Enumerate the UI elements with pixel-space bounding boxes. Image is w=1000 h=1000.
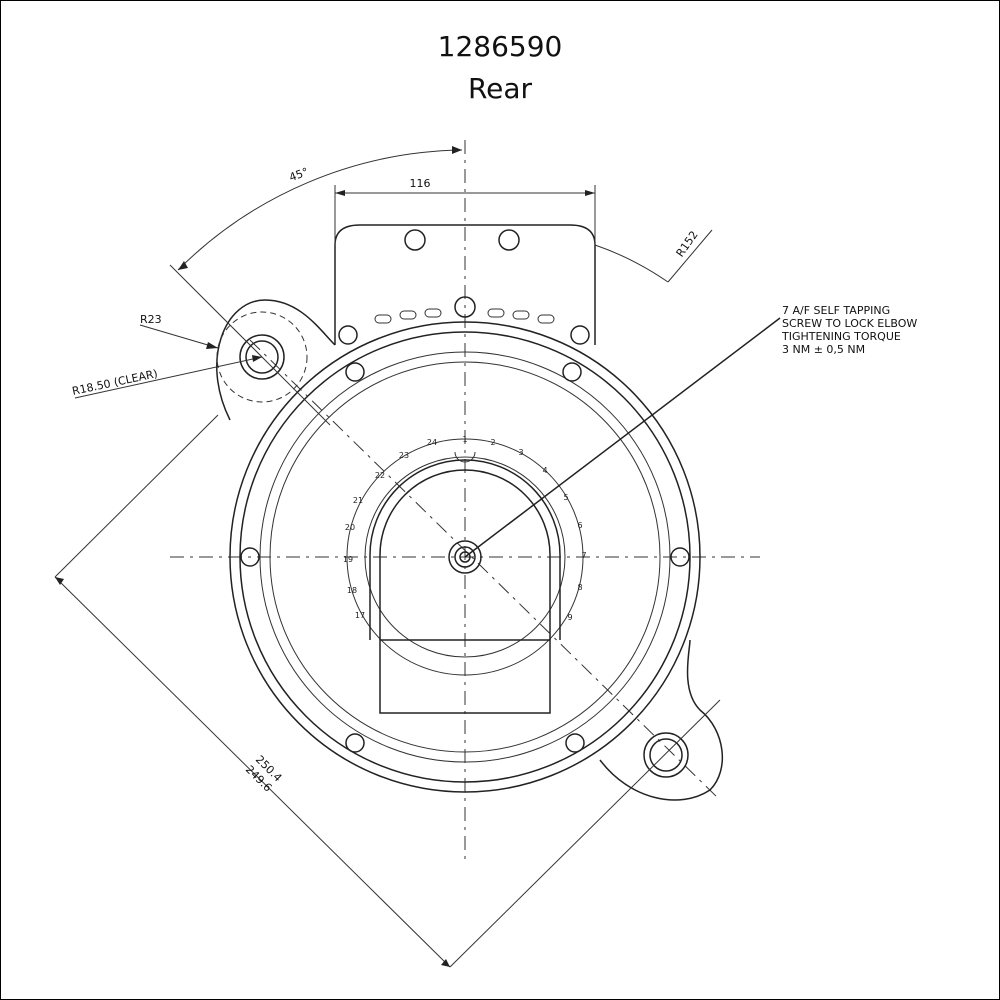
view-subtitle: Rear <box>467 72 533 105</box>
angle-arrow-top <box>452 146 462 154</box>
housing-inner <box>259 351 671 763</box>
diag-dimension-line <box>54 576 451 968</box>
angle-extension <box>169 264 331 426</box>
diag-extension-bottom <box>449 699 721 968</box>
dial-number: 6 <box>577 521 582 530</box>
r23-leader <box>139 324 219 349</box>
dial-number: 17 <box>355 611 365 620</box>
width-arrow-left <box>335 190 345 196</box>
dial-number: 8 <box>577 583 582 592</box>
rectifier-body <box>379 639 551 714</box>
r23-label: R23 <box>140 313 162 326</box>
terminal-screw-left <box>404 229 426 251</box>
angle-arc <box>177 149 463 271</box>
shaft-mid <box>454 546 476 568</box>
dial-top-notch <box>454 451 476 463</box>
note-line-2: SCREW TO LOCK ELBOW <box>782 317 917 330</box>
note-line-1: 7 A/F SELF TAPPING <box>782 304 890 317</box>
diag-arrow-bottom <box>441 959 450 967</box>
dial-number: 19 <box>343 555 353 564</box>
terminal-screw-center <box>454 296 476 318</box>
shaft-outer <box>448 540 482 574</box>
note-leader <box>464 317 781 558</box>
dial-inner <box>364 456 566 658</box>
r23-arrow <box>206 342 218 349</box>
r152-label: R152 <box>674 229 701 260</box>
angle-arrow-left <box>178 261 188 270</box>
dial-number: 3 <box>518 448 523 457</box>
dial-number: 1 <box>462 435 467 444</box>
upper-left-bore-inner <box>245 340 279 374</box>
terminal-screw-lower-right <box>570 325 590 345</box>
shaft-inner <box>459 551 471 563</box>
housing-outer <box>229 321 701 793</box>
r1850-label: R18.50 (CLEAR) <box>71 367 159 398</box>
rectifier-arch-inner <box>379 469 551 640</box>
part-number-title: 1286590 <box>437 30 563 63</box>
upper-left-lug <box>216 299 336 421</box>
r152-leader <box>667 229 713 283</box>
note-line-4: 3 NM ± 0,5 NM <box>782 343 865 356</box>
terminal-block <box>334 224 596 345</box>
lower-right-lug <box>599 639 723 801</box>
width-label: 116 <box>410 177 431 190</box>
dial-number: 4 <box>542 466 547 475</box>
dial-number: 7 <box>581 551 586 560</box>
lower-right-bore-outer <box>643 732 689 778</box>
dial-outer <box>346 438 584 676</box>
dial-number: 2 <box>490 438 495 447</box>
perimeter-bolts <box>240 362 690 753</box>
dial-number: 18 <box>347 586 357 595</box>
housing-inner-2 <box>269 361 661 753</box>
terminal-screw-lower-left <box>338 325 358 345</box>
housing-ring <box>239 331 691 783</box>
dial-number: 22 <box>375 471 385 480</box>
dial-number: 21 <box>353 496 363 505</box>
terminal-slots <box>374 308 555 324</box>
note-line-3: TIGHTENING TORQUE <box>781 330 901 343</box>
diagonal-centerline <box>249 339 721 801</box>
dial-number: 24 <box>427 438 437 447</box>
diag-extension-top <box>54 414 219 578</box>
diag-arrow-top <box>55 577 64 585</box>
dial-number: 23 <box>399 451 409 460</box>
upper-left-bore-outer <box>239 334 285 380</box>
r1850-leader <box>74 356 263 399</box>
angle-label: 45° <box>287 165 310 184</box>
r152-arc <box>594 244 669 283</box>
width-arrow-right <box>585 190 595 196</box>
r1850-arrow <box>252 355 262 362</box>
upper-left-boss-radius <box>216 311 308 403</box>
terminal-screw-right <box>498 229 520 251</box>
rectifier-arch <box>369 459 561 640</box>
dial-number: 5 <box>563 493 568 502</box>
dial-number: 9 <box>567 613 572 622</box>
dial-number: 20 <box>345 523 355 532</box>
lower-right-bore-inner <box>649 738 683 772</box>
